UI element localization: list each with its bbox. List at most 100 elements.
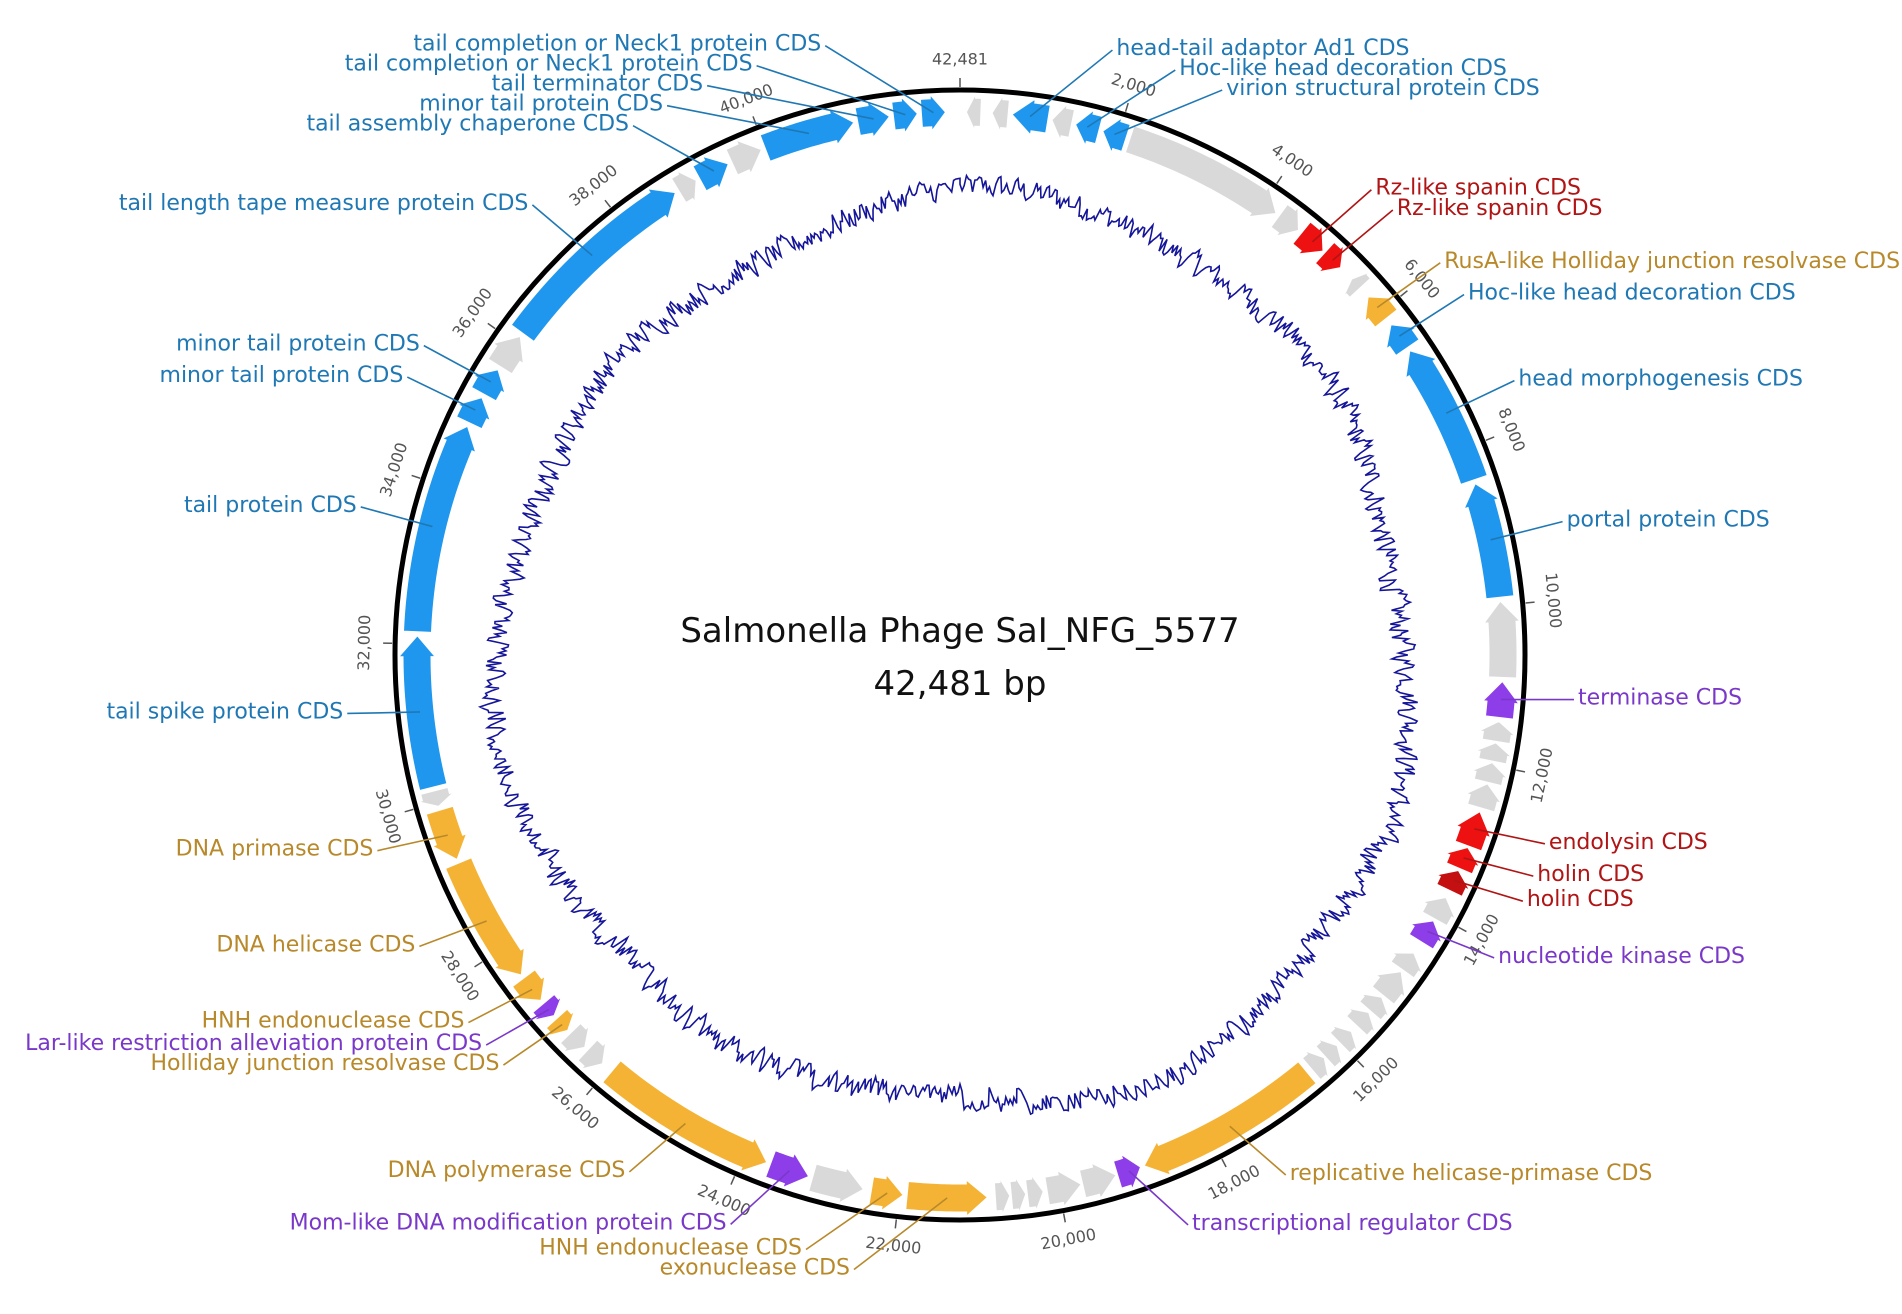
tick-mark: [1526, 602, 1535, 603]
gene-label: Holliday junction resolvase CDS: [151, 1051, 500, 1076]
gene-arrow: [404, 426, 476, 632]
gene-arrow: [1386, 325, 1419, 356]
tick-label: 20,000: [1039, 1225, 1098, 1254]
gene-label: transcriptional regulator CDS: [1192, 1211, 1513, 1236]
hypothetical-gene-arrow: [419, 787, 454, 806]
gene-label: minor tail protein CDS: [160, 363, 404, 388]
hypothetical-gene-arrow: [1052, 104, 1075, 139]
gene-track: [399, 94, 1520, 1216]
gene-arrow: [603, 1061, 767, 1171]
hypothetical-gene-arrow: [1079, 1163, 1116, 1198]
gene-arrow: [457, 398, 491, 429]
gene-label: virion structural protein CDS: [1226, 76, 1540, 101]
gene-label: DNA polymerase CDS: [388, 1158, 626, 1183]
tick-mark: [1064, 1213, 1066, 1222]
gene-arrow: [1103, 118, 1130, 152]
hypothetical-gene-arrow: [966, 94, 981, 130]
tick-label: 36,000: [448, 284, 496, 341]
gene-label: DNA helicase CDS: [216, 932, 415, 957]
gene-label: Rz-like spanin CDS: [1397, 196, 1603, 221]
tick-label: 10,000: [1541, 572, 1565, 629]
tick-label: 18,000: [1205, 1161, 1263, 1204]
tick-mark: [1486, 437, 1494, 440]
tick-mark: [895, 1219, 896, 1228]
tick-mark: [488, 323, 495, 328]
hypothetical-gene-arrow: [992, 96, 1009, 132]
label-leader-line: [1312, 190, 1371, 242]
tick-mark: [605, 200, 611, 207]
hypothetical-gene-arrow: [1026, 1175, 1044, 1211]
tick-label: 16,000: [1349, 1053, 1402, 1106]
gene-arrow: [1114, 1155, 1141, 1189]
tick-mark: [1516, 770, 1525, 772]
gene-arrow: [512, 970, 544, 1000]
tick-mark: [1458, 927, 1466, 931]
gene-label: tail length tape measure protein CDS: [119, 191, 528, 216]
hypothetical-gene-arrow: [994, 1178, 1009, 1214]
genome-length: 42,481 bp: [874, 664, 1047, 704]
hypothetical-gene-arrow: [1480, 721, 1516, 743]
gene-label: nucleotide kinase CDS: [1498, 944, 1745, 969]
gene-label: holin CDS: [1537, 862, 1644, 887]
gene-arrow: [1464, 484, 1514, 599]
tick-mark: [731, 1176, 735, 1184]
tick-label: 14,000: [1460, 911, 1504, 969]
tick-mark: [1400, 291, 1407, 297]
tick-mark: [412, 475, 421, 478]
genome-name: Salmonella Phage SaI_NFG_5577: [680, 611, 1239, 651]
gene-label: DNA primase CDS: [176, 837, 374, 862]
tick-label: 6,000: [1400, 255, 1444, 303]
tick-mark: [1126, 103, 1129, 112]
label-leader-line: [1129, 1171, 1188, 1225]
hypothetical-gene-arrow: [672, 171, 697, 203]
gene-label: holin CDS: [1527, 887, 1634, 912]
tick-label: 4,000: [1268, 140, 1317, 181]
label-leader-line: [633, 126, 714, 171]
tick-mark: [1277, 176, 1282, 183]
gene-arrow: [766, 1151, 809, 1188]
label-leader-line: [532, 205, 592, 256]
tick-label: 32,000: [354, 615, 374, 671]
hypothetical-gene-arrow: [1466, 784, 1501, 812]
gene-label: minor tail protein CDS: [176, 332, 420, 357]
tick-label: 12,000: [1527, 746, 1557, 805]
tick-label: 28,000: [437, 947, 483, 1004]
tick-label: 30,000: [372, 787, 406, 846]
tick-label: 8,000: [1494, 405, 1529, 455]
hypothetical-gene-arrow: [1010, 1177, 1026, 1213]
gene-label: replicative helicase-primase CDS: [1290, 1161, 1653, 1186]
hypothetical-gene-arrow: [1045, 1171, 1081, 1206]
gene-label: exonuclease CDS: [660, 1256, 850, 1281]
gene-label: tail assembly chaperone CDS: [306, 112, 629, 137]
tick-mark: [1357, 1061, 1363, 1067]
tick-label: 40,000: [717, 80, 776, 118]
tick-mark: [1222, 1159, 1226, 1167]
hypothetical-gene-arrow: [488, 336, 523, 373]
gene-label: HNH endonuclease CDS: [202, 1009, 465, 1034]
gene-label: tail protein CDS: [184, 493, 357, 518]
gene-arrow: [760, 109, 854, 161]
gene-label: endolysin CDS: [1549, 830, 1708, 855]
genome-end-tick-label: 42,481: [932, 50, 988, 69]
gene-label: tail spike protein CDS: [106, 699, 343, 724]
tick-label: 26,000: [548, 1082, 603, 1133]
gene-arrow: [1144, 1062, 1316, 1175]
hypothetical-gene-arrow: [1472, 763, 1507, 786]
tick-label: 38,000: [565, 160, 621, 209]
tick-mark: [405, 809, 414, 811]
hypothetical-gene-arrow: [726, 140, 761, 174]
hypothetical-gene-arrow: [1344, 272, 1371, 297]
label-leader-line: [1333, 210, 1393, 260]
gene-label: head morphogenesis CDS: [1518, 367, 1803, 392]
tick-mark: [587, 1088, 593, 1095]
gene-arrow: [869, 1175, 903, 1211]
tick-mark: [475, 962, 483, 967]
gene-label: terminase CDS: [1578, 686, 1742, 711]
gene-arrow: [1365, 297, 1397, 327]
gene-label: RusA-like Holliday junction resolvase CD…: [1444, 249, 1900, 274]
label-leader-line: [424, 346, 491, 382]
gene-arrow: [511, 189, 675, 342]
gene-label: Hoc-like head decoration CDS: [1468, 281, 1796, 306]
hypothetical-gene-arrow: [1484, 601, 1520, 678]
